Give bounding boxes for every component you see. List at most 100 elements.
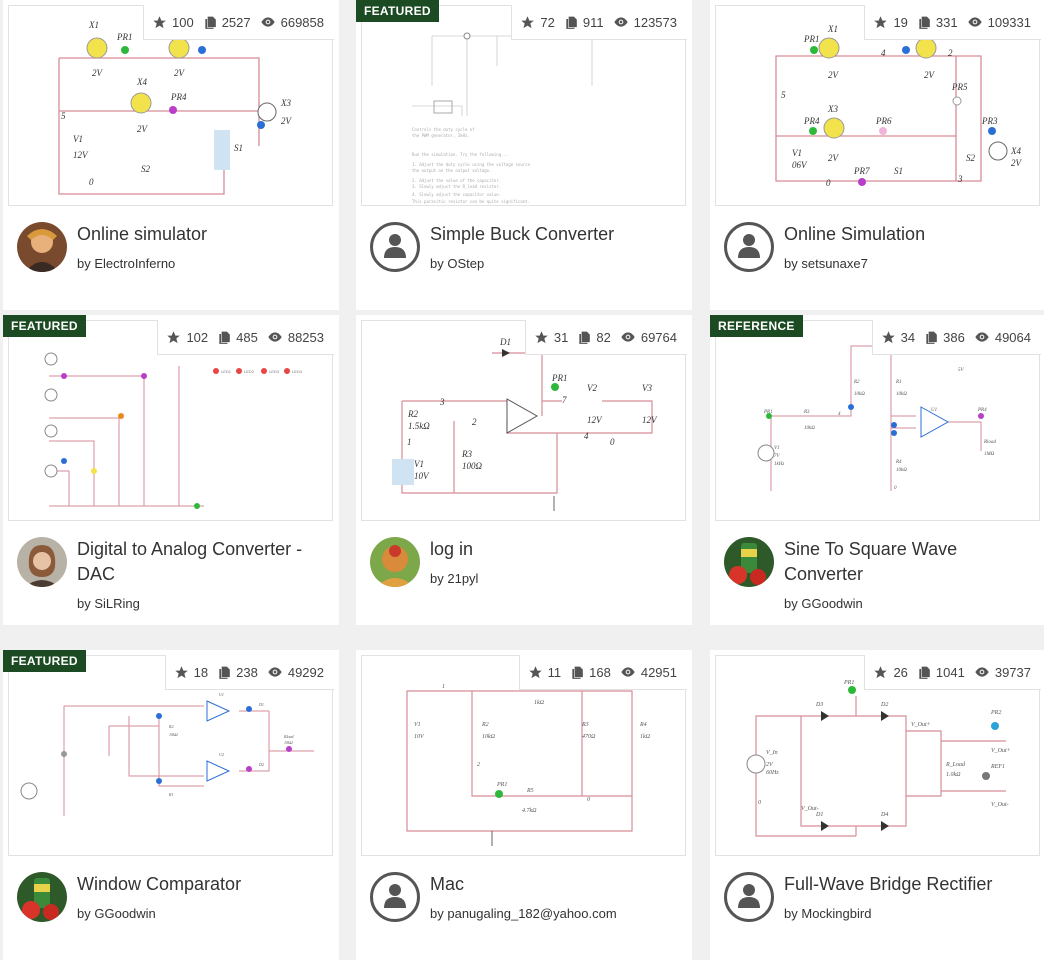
svg-text:D3: D3 <box>815 702 823 708</box>
card-title[interactable]: Full-Wave Bridge Rectifier <box>784 874 993 894</box>
author-avatar[interactable] <box>17 537 67 587</box>
author-name[interactable]: ElectroInferno <box>94 256 176 271</box>
view-count: 669858 <box>280 14 324 30</box>
star-icon[interactable] <box>873 15 888 30</box>
svg-text:LED3: LED3 <box>269 369 280 374</box>
svg-text:10kΩ: 10kΩ <box>804 426 815 431</box>
svg-text:LED4: LED4 <box>292 369 303 374</box>
svg-text:PR1: PR1 <box>843 680 854 686</box>
star-icon[interactable] <box>152 15 167 30</box>
author-name[interactable]: Mockingbird <box>801 906 872 921</box>
star-icon[interactable] <box>174 665 189 680</box>
svg-text:1. Adjust the duty cycle using: 1. Adjust the duty cycle using the volta… <box>412 162 531 167</box>
author-name[interactable]: SiLRing <box>94 596 140 611</box>
eye-icon <box>621 332 635 342</box>
svg-text:This parasitic resistor can be: This parasitic resistor can be quite sig… <box>412 199 530 204</box>
copy-icon <box>919 666 930 679</box>
svg-text:470Ω: 470Ω <box>582 733 596 740</box>
svg-text:0: 0 <box>89 177 94 187</box>
author-avatar[interactable] <box>17 222 67 272</box>
author-line: by ElectroInferno <box>77 256 176 271</box>
view-count: 49064 <box>994 329 1031 345</box>
author-avatar[interactable] <box>370 222 420 272</box>
author-avatar[interactable] <box>724 537 774 587</box>
author-name[interactable]: GGoodwin <box>801 596 863 611</box>
avatar-photo <box>370 537 420 587</box>
svg-text:10V: 10V <box>414 734 425 740</box>
copy-count: 911 <box>582 14 604 30</box>
card-title[interactable]: Simple Buck Converter <box>430 224 615 244</box>
svg-text:PR7: PR7 <box>853 166 870 176</box>
svg-text:LED1: LED1 <box>221 369 232 374</box>
star-icon[interactable] <box>528 665 543 680</box>
svg-text:10kΩ: 10kΩ <box>896 468 907 473</box>
svg-text:7: 7 <box>562 395 567 405</box>
star-icon[interactable] <box>881 330 896 345</box>
star-count: 31 <box>553 329 569 345</box>
svg-text:06V: 06V <box>792 160 808 170</box>
avatar-photo <box>17 222 67 272</box>
star-icon[interactable] <box>520 15 535 30</box>
svg-text:PR2: PR2 <box>990 710 1001 716</box>
author-avatar[interactable] <box>724 872 774 922</box>
svg-text:PR1: PR1 <box>116 32 133 42</box>
svg-text:4: 4 <box>881 48 886 58</box>
circuit-card-2[interactable]: Controls the duty cycle of the PWM gener… <box>356 0 692 310</box>
svg-text:V1: V1 <box>774 446 780 451</box>
star-icon[interactable] <box>534 330 549 345</box>
svg-text:X4: X4 <box>1010 146 1021 156</box>
author-avatar[interactable] <box>370 537 420 587</box>
card-title[interactable]: log in <box>430 539 474 559</box>
author-avatar[interactable] <box>370 872 420 922</box>
svg-text:12V: 12V <box>73 150 89 160</box>
star-icon[interactable] <box>873 665 888 680</box>
svg-text:R4: R4 <box>639 721 647 728</box>
svg-text:R5: R5 <box>526 788 534 794</box>
svg-text:X1: X1 <box>827 24 838 34</box>
avatar-photo <box>724 537 774 587</box>
copy-icon <box>926 331 937 344</box>
author-name[interactable]: GGoodwin <box>94 906 156 921</box>
star-icon[interactable] <box>166 330 181 345</box>
svg-text:0: 0 <box>587 797 590 803</box>
star-count: 19 <box>893 14 908 30</box>
svg-text:4.7kΩ: 4.7kΩ <box>522 807 537 814</box>
author-avatar[interactable] <box>17 872 67 922</box>
copy-icon <box>566 16 577 29</box>
author-name[interactable]: panugaling_182@yahoo.com <box>447 906 617 921</box>
card-title[interactable]: Mac <box>430 874 465 894</box>
badge: REFERENCE <box>710 315 803 337</box>
star-count: 72 <box>540 14 555 30</box>
svg-text:D4: D4 <box>880 811 888 818</box>
svg-text:0: 0 <box>610 437 615 447</box>
author-avatar[interactable] <box>724 222 774 272</box>
svg-text:V2: V2 <box>587 383 597 393</box>
card-title[interactable]: Window Comparator <box>77 874 242 894</box>
eye-icon <box>975 667 989 677</box>
author-name[interactable]: setsunaxe7 <box>801 256 868 271</box>
svg-text:R1: R1 <box>895 380 902 385</box>
svg-text:R3: R3 <box>803 410 810 415</box>
svg-text:R3: R3 <box>581 722 589 728</box>
card-title[interactable]: Online simulator <box>77 224 208 244</box>
author-name[interactable]: 21pyl <box>447 571 479 586</box>
svg-text:3: 3 <box>957 174 963 184</box>
card-title[interactable]: Digital to Analog Converter - DAC <box>77 539 303 584</box>
author-name[interactable]: OStep <box>447 256 485 271</box>
card-title[interactable]: Sine To Square Wave Converter <box>784 539 958 584</box>
card-title[interactable]: Online Simulation <box>784 224 926 244</box>
svg-text:V1: V1 <box>414 722 421 728</box>
eye-icon <box>967 17 982 27</box>
